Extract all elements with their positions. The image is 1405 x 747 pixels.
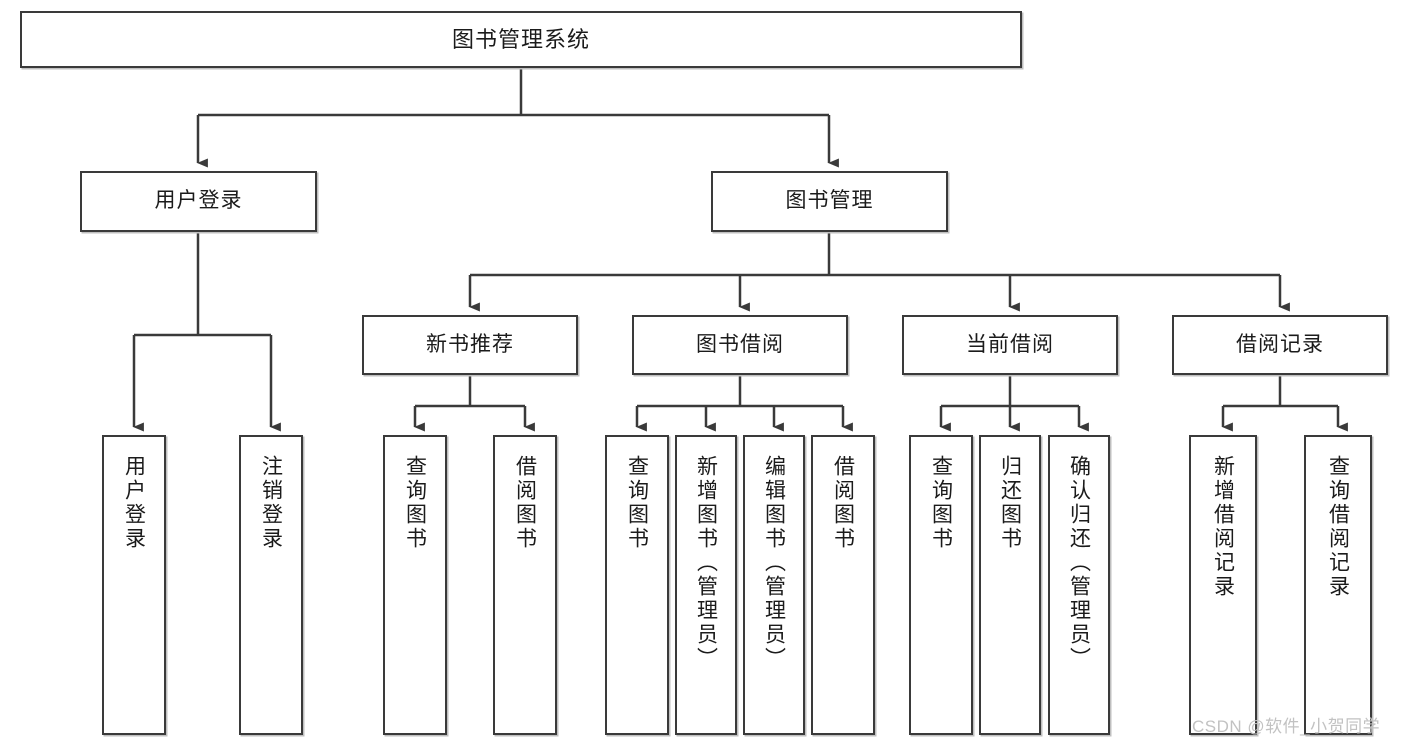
node-current-borrow[interactable]: 当前借阅 [902,315,1118,375]
node-leaf-user-logout-label: 注销登录 [259,455,283,551]
node-leaf-query-book-1[interactable]: 查询图书 [383,435,447,735]
node-leaf-return-book[interactable]: 归还图书 [979,435,1041,735]
node-new-book-recommend[interactable]: 新书推荐 [362,315,578,375]
node-leaf-user-login-label: 用户登录 [122,455,146,551]
node-leaf-edit-book-label: 编辑图书（管理员） [762,455,786,671]
node-leaf-user-logout[interactable]: 注销登录 [239,435,303,735]
node-leaf-borrow-book-2-label: 借阅图书 [831,455,855,551]
node-leaf-borrow-book-1-label: 借阅图书 [513,455,537,551]
node-leaf-edit-book[interactable]: 编辑图书（管理员） [743,435,805,735]
node-book-borrow[interactable]: 图书借阅 [632,315,848,375]
node-book-manage-label: 图书管理 [785,189,874,213]
node-leaf-query-record[interactable]: 查询借阅记录 [1304,435,1372,735]
node-leaf-add-record[interactable]: 新增借阅记录 [1189,435,1257,735]
node-user-login[interactable]: 用户登录 [80,171,317,232]
node-leaf-query-book-2[interactable]: 查询图书 [605,435,669,735]
node-leaf-query-book-2-label: 查询图书 [625,455,649,551]
node-leaf-user-login[interactable]: 用户登录 [102,435,166,735]
node-leaf-query-book-3[interactable]: 查询图书 [909,435,973,735]
node-leaf-query-book-3-label: 查询图书 [929,455,953,551]
node-book-borrow-label: 图书借阅 [696,332,784,356]
node-user-login-label: 用户登录 [154,189,243,213]
node-leaf-confirm-return-label: 确认归还（管理员） [1067,455,1091,671]
node-new-book-recommend-label: 新书推荐 [426,332,514,356]
node-leaf-add-book-label: 新增图书（管理员） [694,455,718,671]
node-leaf-borrow-book-1[interactable]: 借阅图书 [493,435,557,735]
node-leaf-query-book-1-label: 查询图书 [403,455,427,551]
node-leaf-query-record-label: 查询借阅记录 [1326,455,1350,599]
node-root-label: 图书管理系统 [451,26,590,52]
node-root[interactable]: 图书管理系统 [20,11,1022,68]
node-leaf-return-book-label: 归还图书 [998,455,1022,551]
node-book-manage[interactable]: 图书管理 [711,171,948,232]
node-leaf-add-record-label: 新增借阅记录 [1211,455,1235,599]
node-borrow-record[interactable]: 借阅记录 [1172,315,1388,375]
node-borrow-record-label: 借阅记录 [1236,332,1324,356]
node-leaf-borrow-book-2[interactable]: 借阅图书 [811,435,875,735]
node-current-borrow-label: 当前借阅 [966,332,1054,356]
node-leaf-confirm-return[interactable]: 确认归还（管理员） [1048,435,1110,735]
node-leaf-add-book[interactable]: 新增图书（管理员） [675,435,737,735]
